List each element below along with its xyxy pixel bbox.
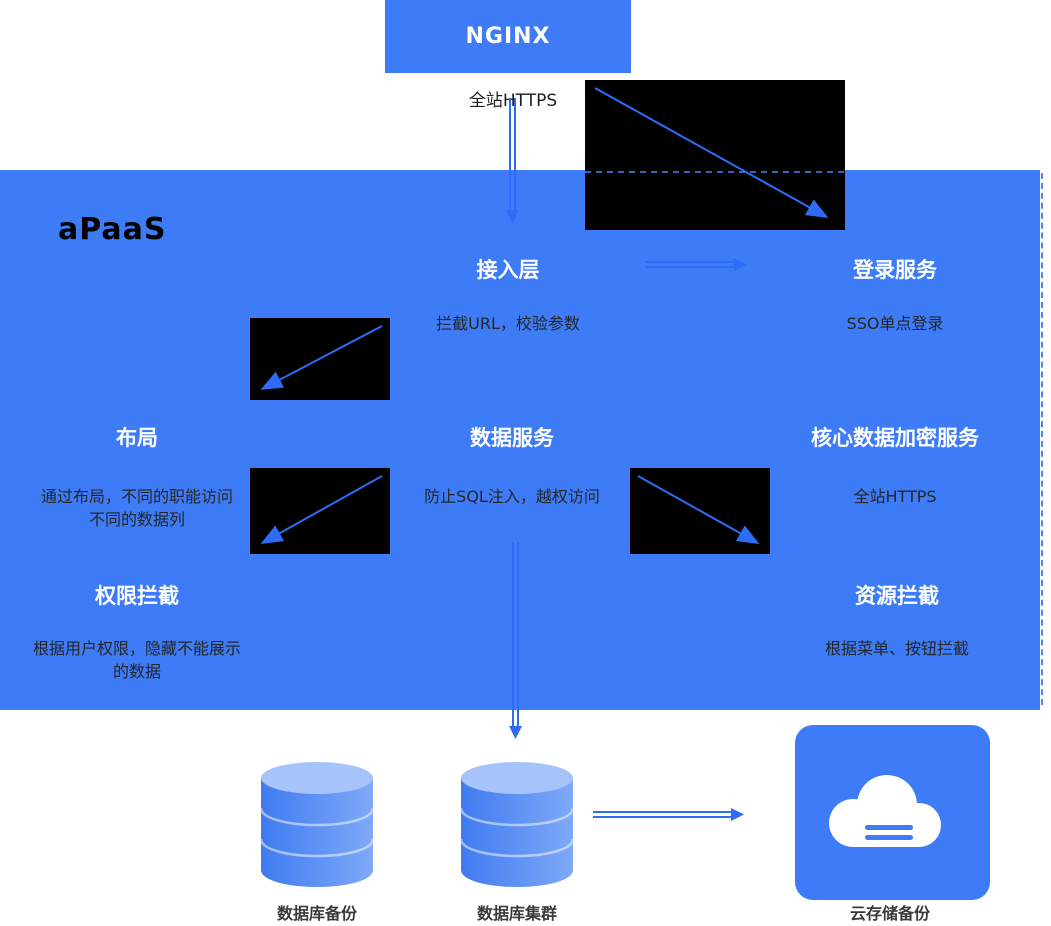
arrow-nginx-to-login xyxy=(585,80,845,230)
arrow-access-to-login xyxy=(646,258,747,271)
region-dashed-border xyxy=(1041,173,1043,705)
nginx-label: NGINX xyxy=(465,24,551,49)
node-encryption-title: 核心数据加密服务 xyxy=(811,426,979,450)
node-access-desc: 拦截URL，校验参数 xyxy=(436,314,580,333)
node-login-title: 登录服务 xyxy=(853,258,937,282)
node-resource-title: 资源拦截 xyxy=(855,584,939,608)
cloud-storage-icon xyxy=(795,725,990,900)
node-data-service-title: 数据服务 xyxy=(470,426,554,450)
nginx-node: NGINX xyxy=(385,0,631,73)
db-backup-label: 数据库备份 xyxy=(276,904,357,923)
node-access-title: 接入层 xyxy=(476,258,540,282)
node-data-service-desc: 防止SQL注入，越权访问 xyxy=(424,487,600,506)
node-permission-desc: 根据用户权限，隐藏不能展示 的数据 xyxy=(32,639,241,681)
node-layout-title: 布局 xyxy=(116,426,158,450)
node-layout-desc: 通过布局，不同的职能访问 不同的数据列 xyxy=(40,487,233,529)
arrow-nginx-to-access xyxy=(506,98,519,223)
apaas-title: aPaaS xyxy=(58,212,167,247)
arrow-cluster-to-cloud xyxy=(593,808,744,821)
cloud-backup-label: 云存储备份 xyxy=(849,904,930,923)
nginx-subtitle: 全站HTTPS xyxy=(468,91,558,111)
node-login-desc: SSO单点登录 xyxy=(846,314,944,333)
db-cluster-label: 数据库集群 xyxy=(476,904,557,923)
arrow-access-to-layout xyxy=(250,318,390,400)
node-resource-desc: 根据菜单、按钮拦截 xyxy=(824,639,969,658)
arrow-data-to-cluster xyxy=(509,542,522,739)
node-encryption-desc: 全站HTTPS xyxy=(853,487,937,506)
database-cluster-icon xyxy=(459,762,575,887)
arrow-data-to-resource xyxy=(630,468,770,554)
node-permission-title: 权限拦截 xyxy=(95,584,179,608)
apaas-region xyxy=(0,170,1040,710)
database-backup-icon xyxy=(259,762,375,887)
arrow-data-to-permission xyxy=(250,468,390,554)
